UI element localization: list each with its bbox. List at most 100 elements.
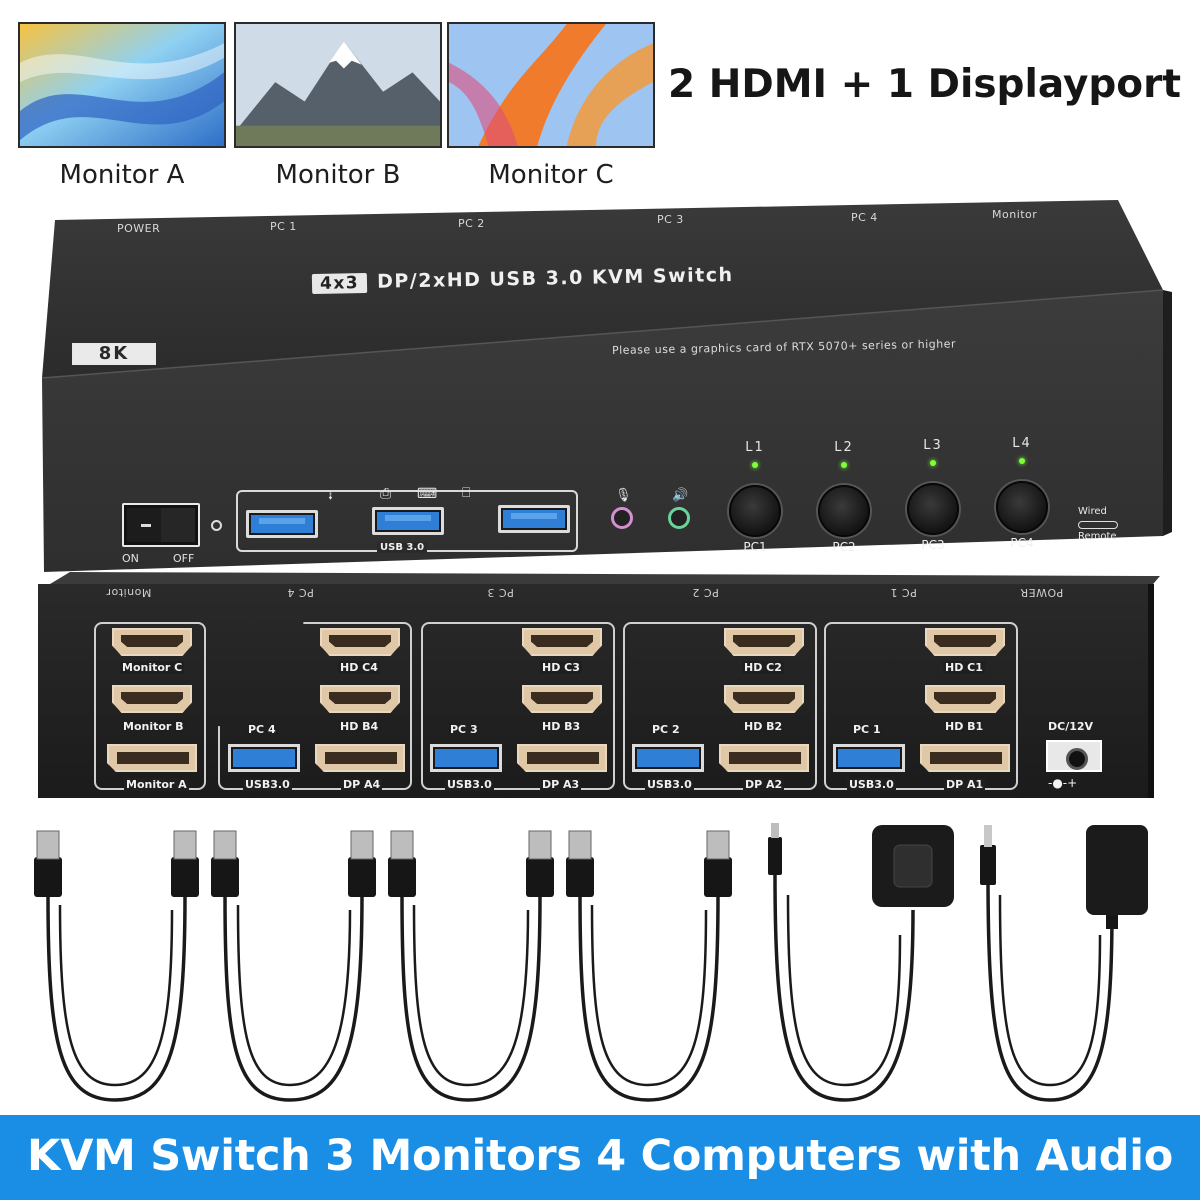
pc1-group-label: PC 1: [851, 723, 883, 736]
pc2-hdmi-b-label: HD B2: [742, 720, 785, 733]
power-on-label: ON: [122, 552, 139, 565]
pc1-dp-label: DP A1: [944, 778, 986, 791]
pc2-dp-port[interactable]: [719, 744, 809, 772]
included-cables: [34, 823, 1148, 1102]
pc2-hdmi-c-port[interactable]: [724, 628, 804, 656]
led-label-l3: L3: [923, 438, 943, 453]
pc3-dp-port[interactable]: [517, 744, 607, 772]
pc2-button[interactable]: [818, 485, 870, 537]
led-label-l1: L1: [745, 440, 765, 455]
rear-label-pc4: PC 4: [287, 586, 314, 599]
top-label-pc1: PC 1: [270, 220, 297, 233]
pc3-dp-label: DP A3: [540, 778, 582, 791]
usb-cable-2: [223, 894, 364, 1102]
pc1-button[interactable]: [729, 485, 781, 537]
pc3-hdmi-c-port[interactable]: [522, 628, 602, 656]
pc1-dp-port[interactable]: [920, 744, 1010, 772]
usb-cable-1: [46, 894, 187, 1102]
pc3-button[interactable]: [907, 483, 959, 535]
monitor-c-preview: Monitor C: [447, 22, 655, 190]
pc2-dp-label: DP A2: [743, 778, 785, 791]
pc1-hdmi-b-port[interactable]: [925, 685, 1005, 713]
pc4-usb-label: USB3.0: [243, 778, 292, 791]
pc1-button-label: PC1: [743, 540, 767, 554]
pc2-usb-port[interactable]: [632, 744, 704, 772]
top-label-pc3: PC 3: [657, 213, 684, 226]
pc2-group-label: PC 2: [650, 723, 682, 736]
led-label-l4: L4: [1012, 436, 1032, 451]
monitor-c-screen: [447, 22, 655, 148]
monitor-a-screen: [18, 22, 226, 148]
pc1-switch: L1 PC1: [727, 440, 783, 554]
usb-c-port-icon: [1078, 520, 1118, 529]
abstract-orange-image: [449, 24, 653, 146]
front-usb-port-2[interactable]: [372, 507, 444, 535]
rear-label-pc1: PC 1: [890, 586, 917, 599]
pc2-port-group: [623, 622, 817, 790]
pc3-port-group: [421, 622, 615, 790]
monitor-c-port-label: Monitor C: [120, 661, 185, 674]
bottom-banner: KVM Switch 3 Monitors 4 Computers with A…: [0, 1115, 1200, 1200]
front-usb-port-3[interactable]: [498, 505, 570, 533]
usb-a-plug-icon: [566, 857, 594, 897]
dc-plug-icon: [980, 845, 996, 885]
pc4-dp-label: DP A4: [341, 778, 383, 791]
monitor-b-port-label: Monitor B: [121, 720, 186, 733]
monitor-b-hdmi-port[interactable]: [112, 685, 192, 713]
top-label-pc4: PC 4: [851, 211, 878, 224]
power-switch[interactable]: [122, 503, 222, 547]
led-label-l2: L2: [834, 440, 854, 455]
pc4-hdmi-c-port[interactable]: [320, 628, 400, 656]
usb-a-plug-icon: [211, 857, 239, 897]
pc4-usb-port[interactable]: [228, 744, 300, 772]
microphone-jack[interactable]: [611, 507, 633, 529]
pc4-group-label: PC 4: [246, 723, 278, 736]
front-usb-port-1[interactable]: [246, 510, 318, 538]
monitor-b-label: Monitor B: [275, 160, 401, 190]
webcam-icon: ⭭: [328, 487, 333, 503]
usb-a-plug-icon: [704, 857, 732, 897]
pc4-hdmi-b-port[interactable]: [320, 685, 400, 713]
usb-cable-3: [400, 894, 542, 1102]
monitor-a-port-label: Monitor A: [124, 778, 189, 791]
usb-cable-4: [578, 894, 720, 1102]
polarity-icon: -●-+: [1048, 776, 1078, 790]
mouse-icon: ⎕: [462, 484, 471, 500]
pc1-usb-port[interactable]: [833, 744, 905, 772]
pc1-hdmi-c-port[interactable]: [925, 628, 1005, 656]
pc4-dp-port[interactable]: [315, 744, 405, 772]
rear-label-power: POWER: [1020, 586, 1064, 599]
usb-a-plug-icon: [171, 857, 199, 897]
usb-a-plug-icon: [34, 857, 62, 897]
pc3-hdmi-b-port[interactable]: [522, 685, 602, 713]
pc3-group-label: PC 3: [448, 723, 480, 736]
pc4-switch: L4 PC4: [994, 436, 1050, 550]
pc4-button-label: PC4: [1010, 536, 1034, 550]
audio-jack[interactable]: [668, 507, 690, 529]
top-label-power: POWER: [117, 222, 161, 235]
led-indicator-3: [930, 460, 936, 466]
monitor-a-dp-port[interactable]: [107, 744, 197, 772]
monitor-b-screen: [234, 22, 442, 148]
dc-power-jack[interactable]: [1046, 740, 1102, 772]
monitor-a-label: Monitor A: [59, 160, 185, 190]
pc2-hdmi-c-label: HD C2: [742, 661, 784, 674]
power-off-label: OFF: [173, 552, 195, 565]
pc1-port-group: [824, 622, 1018, 790]
rear-label-monitor: Monitor: [106, 586, 152, 599]
pc2-usb-label: USB3.0: [645, 778, 694, 791]
led-indicator-2: [841, 462, 847, 468]
pc2-hdmi-b-port[interactable]: [724, 685, 804, 713]
monitor-c-hdmi-port[interactable]: [112, 628, 192, 656]
remote-label: Remote: [1078, 530, 1117, 542]
mountain-image: [236, 24, 440, 146]
wired-remote-port[interactable]: Wired Remote: [1078, 505, 1118, 544]
microphone-icon: 🎙: [615, 487, 632, 502]
led-indicator-4: [1019, 458, 1025, 464]
pc2-switch: L2 PC2: [816, 440, 872, 554]
speaker-icon: 🔊: [672, 487, 689, 502]
pc3-usb-port[interactable]: [430, 744, 502, 772]
dc-input-label: DC/12V: [1048, 720, 1094, 733]
off-mark-icon: [141, 524, 151, 527]
pc4-button[interactable]: [996, 481, 1048, 533]
